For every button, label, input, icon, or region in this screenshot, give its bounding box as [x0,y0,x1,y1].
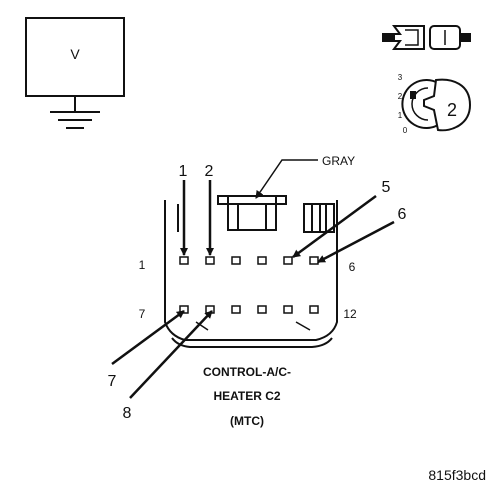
row-top-right-number: 6 [349,260,356,274]
key-position-0: 0 [403,126,408,135]
cavity-row-top [179,256,319,265]
connector-title-line2: HEATER C2 [213,389,280,403]
cavity-12 [309,305,319,314]
callout-arrow-7 [111,309,185,366]
callout-label-1: 1 [179,163,188,180]
cavity-1 [179,256,189,265]
cavity-6 [309,256,319,265]
locking-tab [217,195,287,231]
key-position-3: 3 [398,73,403,82]
row-bottom-left-number: 7 [139,307,146,321]
connector-color-label: GRAY [322,154,355,168]
voltmeter-icon: V [25,17,125,129]
row-bottom-right-number: 12 [343,307,357,321]
cavity-10 [257,305,267,314]
key-position-2: 2 [398,92,403,101]
cavity-3 [231,256,241,265]
ignition-switch-icon: 3 2 1 0 2 [398,73,472,135]
callout-arrow-6 [317,220,395,264]
gray-callout-leader [255,159,318,199]
disconnected-connector-icon [382,25,471,50]
callout-arrow-8 [129,310,213,399]
pin-callouts [111,180,395,399]
connector-title-line3: (MTC) [230,414,264,428]
callout-label-8: 8 [123,405,132,422]
callout-label-7: 7 [108,373,117,390]
connector-body [164,195,338,348]
cavity-5 [283,256,293,265]
callout-arrow-5 [292,194,377,259]
cavity-11 [283,305,293,314]
row-top-left-number: 1 [139,258,146,272]
callout-label-5: 5 [382,179,391,196]
cavity-4 [257,256,267,265]
callout-label-6: 6 [398,206,407,223]
figure-id: 815f3bcd [428,467,486,483]
key-selected-position: 2 [447,100,457,120]
cavity-row-bottom [179,305,319,314]
callout-label-2: 2 [205,163,214,180]
cavity-2 [205,256,215,265]
cavity-9 [231,305,241,314]
key-position-1: 1 [398,111,403,120]
ground-icon [50,111,100,129]
connector-title-line1: CONTROL-A/C- [203,365,291,379]
voltmeter-symbol: V [70,46,80,62]
